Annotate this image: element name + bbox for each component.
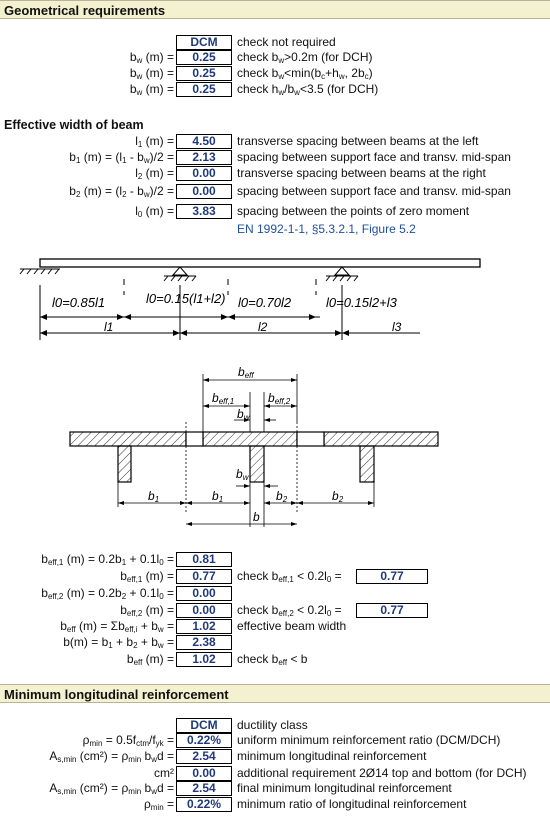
continuous-beam-diagram: l0=0.85l1 l0=0.15(l1+l2) l0=0.70l2 l0=0.… <box>19 258 481 340</box>
b-total-label: b <box>253 510 260 524</box>
beff2-label: beff,2 <box>268 391 291 406</box>
beff-total-desc: effective beam width <box>237 619 347 633</box>
rho-min-final-desc: minimum ratio of longitudinal reinforcem… <box>237 797 467 811</box>
rho-min-desc: uniform minimum reinforcement ratio (DCM… <box>237 733 501 747</box>
beff1-value[interactable]: 0.77 <box>176 569 232 584</box>
section-header-min-reinforcement: Minimum longitudinal reinforcement <box>0 684 550 703</box>
beff2-check: check beff,2 < 0.2l0 = <box>237 603 342 618</box>
l0-label-span1: l0=0.85l1 <box>52 295 105 310</box>
beff-final-label: beff (m) = <box>126 652 174 667</box>
b-total-formula-label: b(m) = b1 + b2 + bw = <box>63 635 174 650</box>
section-header-geometrical: Geometrical requirements <box>0 0 550 19</box>
beff2-check-value[interactable]: 0.77 <box>356 603 428 618</box>
l1-value[interactable]: 4.50 <box>176 134 232 149</box>
as-min-final-desc: final minimum longitudinal reinforcement <box>237 781 452 795</box>
b1-right-label: b1 <box>212 489 223 504</box>
beff1-formula-value[interactable]: 0.81 <box>176 552 232 567</box>
b2-value[interactable]: 0.00 <box>176 184 232 199</box>
l2-label: l2 (m) = <box>135 166 174 181</box>
rho-min-value[interactable]: 0.22% <box>176 733 232 748</box>
beff-total-value[interactable]: 1.02 <box>176 619 232 634</box>
b-total-value[interactable]: 2.38 <box>176 635 232 650</box>
bw-label-1: bw (m) = <box>129 50 174 65</box>
beff2-formula-label: beff,2 (m) = 0.2b2 + 0.1l0 = <box>41 586 174 601</box>
beff-final-check: check beff < b <box>237 652 308 667</box>
beff2-value[interactable]: 0.00 <box>176 603 232 618</box>
t-beam-section-diagram: beff beff,1 beff,2 bw bw b1 b1 b2 b2 b <box>69 365 439 527</box>
span-label-l3: l3 <box>392 320 402 334</box>
b2-label: b2 (m) = (l2 - bw)/2 = <box>69 184 174 199</box>
bw-value-3[interactable]: 0.25 <box>176 82 232 97</box>
beff-final-value[interactable]: 1.02 <box>176 652 232 667</box>
beff2-label: beff,2 (m) = <box>120 603 174 618</box>
l0-value[interactable]: 3.83 <box>176 204 232 219</box>
bw-value-1[interactable]: 0.25 <box>176 50 232 65</box>
l0-label-support2: l0=0.15l2+l3 <box>326 295 398 310</box>
as-min-final-value[interactable]: 2.54 <box>176 781 232 796</box>
bw-check-1: check bw>0.2m (for DCH) <box>237 50 373 65</box>
additional-value[interactable]: 0.00 <box>176 766 232 781</box>
beff1-check: check beff,1 < 0.2l0 = <box>237 569 342 584</box>
ductility-class-label: ductility class <box>237 718 308 732</box>
b2-desc: spacing between support face and transv.… <box>237 184 511 198</box>
as-min-value[interactable]: 2.54 <box>176 749 232 764</box>
l2-value[interactable]: 0.00 <box>176 166 232 181</box>
b2-right-label: b2 <box>332 489 344 504</box>
b1-desc: spacing between support face and transv.… <box>237 150 511 164</box>
beff1-check-value[interactable]: 0.77 <box>356 569 428 584</box>
additional-unit-label: cm² <box>154 766 174 780</box>
beff1-label: beff,1 (m) = <box>120 569 174 584</box>
bw-check-3: check hw/bw<3.5 (for DCH) <box>237 82 379 97</box>
beff-total-label: beff (m) = Σbeff,i + bw = <box>60 619 174 634</box>
beff2-formula-value[interactable]: 0.00 <box>176 586 232 601</box>
as-min-final-label: As,min (cm²) = ρmin bwd = <box>49 781 174 796</box>
as-min-desc: minimum longitudinal reinforcement <box>237 749 427 763</box>
bw-check-2: check bw<min(bc+hw, 2bc) <box>237 66 373 81</box>
subheading-effective-width: Effective width of beam <box>4 118 144 132</box>
b2-left-label: b2 <box>276 489 288 504</box>
rho-min-final-label: ρmin = <box>143 797 174 812</box>
b1-label: b1 (m) = (l1 - bw)/2 = <box>69 150 174 165</box>
rho-min-final-value[interactable]: 0.22% <box>176 797 232 812</box>
b1-value[interactable]: 2.13 <box>176 150 232 165</box>
span-label-l2: l2 <box>258 320 268 334</box>
additional-desc: additional requirement 2Ø14 top and bott… <box>237 766 527 780</box>
bw-top-label: bw <box>237 407 251 422</box>
l0-label-support1: l0=0.15(l1+l2) <box>146 291 226 306</box>
l0-label: l0 (m) = <box>135 204 174 219</box>
bw-bottom-label: bw <box>236 467 250 482</box>
ductility-class-value-2[interactable]: DCM <box>176 718 232 733</box>
beff1-formula-label: beff,1 (m) = 0.2b1 + 0.1l0 = <box>41 552 174 567</box>
b1-left-label: b1 <box>148 489 159 504</box>
l2-desc: transverse spacing between beams at the … <box>237 166 486 180</box>
bw-label-2: bw (m) = <box>129 66 174 81</box>
l0-desc: spacing between the points of zero momen… <box>237 204 470 218</box>
ductility-class-desc: check not required <box>237 35 336 49</box>
beff1-label: beff,1 <box>212 391 234 406</box>
span-label-l1: l1 <box>104 320 113 334</box>
as-min-label: As,min (cm²) = ρmin bwd = <box>49 749 174 764</box>
beff-label: beff <box>238 365 254 380</box>
l0-label-span2: l0=0.70l2 <box>238 295 292 310</box>
l1-desc: transverse spacing between beams at the … <box>237 134 479 148</box>
ductility-class-value[interactable]: DCM <box>176 35 232 50</box>
l1-label: l1 (m) = <box>135 134 174 149</box>
bw-label-3: bw (m) = <box>129 82 174 97</box>
rho-min-formula-label: ρmin = 0.5fctm/fyk = <box>82 733 174 748</box>
bw-value-2[interactable]: 0.25 <box>176 66 232 81</box>
eurocode-reference: EN 1992-1-1, §5.3.2.1, Figure 5.2 <box>237 222 416 236</box>
